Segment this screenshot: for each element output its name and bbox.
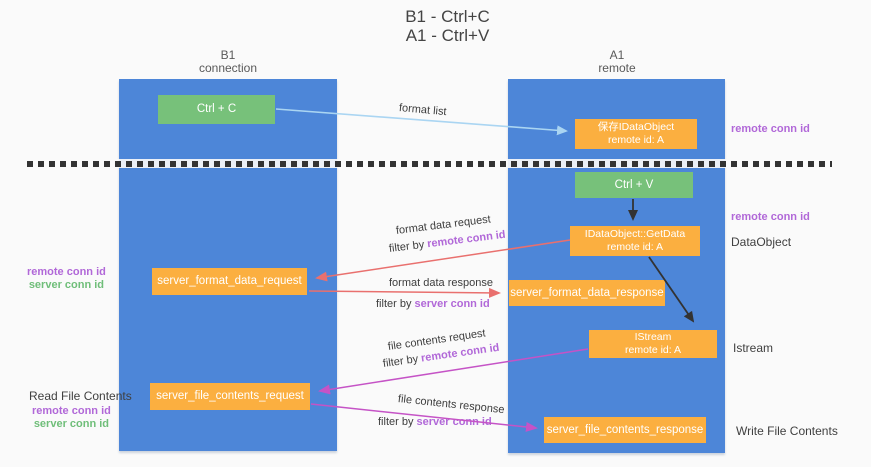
- lane-a1-title: A1: [609, 48, 625, 62]
- remote-conn-id-label-left-top: remote conn id: [27, 266, 106, 278]
- ctrl-c-box: Ctrl + C: [158, 95, 275, 124]
- idataobject-getdata-box: IDataObject::GetData remote id: A: [570, 226, 700, 256]
- remote-conn-id-label-left-bottom: remote conn id: [32, 405, 111, 417]
- remote-conn-id-text-1: remote conn id: [426, 228, 507, 251]
- diagram-title-line2: A1 - Ctrl+V: [405, 26, 490, 45]
- read-file-contents-label: Read File Contents: [29, 389, 132, 403]
- dataobject-label: DataObject: [731, 235, 792, 249]
- lane-header-a1: A1 remote: [557, 49, 677, 75]
- getdata-line2: remote id: A: [606, 241, 664, 253]
- remote-conn-id-label-mid-right: remote conn id: [731, 211, 810, 223]
- diagram-title-line1: B1 - Ctrl+C: [405, 7, 490, 26]
- diagram-title: B1 - Ctrl+C A1 - Ctrl+V: [0, 7, 871, 45]
- lane-b1-title: B1: [220, 48, 236, 62]
- ctrl-v-label: Ctrl + V: [614, 178, 654, 191]
- istream-box: IStream remote id: A: [589, 330, 717, 358]
- server-conn-id-text-4: server conn id: [416, 416, 492, 428]
- server-conn-id-text-2: server conn id: [414, 298, 490, 310]
- server-file-contents-response-label: server_file_contents_response: [546, 423, 704, 436]
- server-file-contents-request-box: server_file_contents_request: [150, 383, 310, 410]
- server-file-contents-response-box: server_file_contents_response: [544, 417, 706, 443]
- save-idataobject-line1: 保存IDataObject: [597, 121, 675, 133]
- getdata-line1: IDataObject::GetData: [584, 228, 686, 240]
- ctrl-c-label: Ctrl + C: [196, 103, 237, 115]
- server-format-data-request-label: server_format_data_request: [157, 275, 302, 287]
- filter-by-server-conn-id-label-1: filter by server conn id: [376, 298, 490, 310]
- format-data-response-arrow-label: format data response: [389, 277, 493, 289]
- istream-side-label: Istream: [733, 341, 774, 355]
- save-idataobject-line2: remote id: A: [607, 134, 665, 146]
- filter-by-text-3: filter by: [382, 352, 422, 370]
- phase-divider-dashed-line: [27, 159, 832, 168]
- server-conn-id-label-left-bottom: server conn id: [33, 418, 110, 430]
- remote-conn-id-label-top-right: remote conn id: [731, 123, 810, 135]
- save-idataobject-box: 保存IDataObject remote id: A: [575, 119, 697, 149]
- format-data-response-arrow: [308, 287, 501, 298]
- server-format-data-request-box: server_format_data_request: [152, 268, 307, 295]
- server-format-data-response-label: server_format_data_response: [510, 286, 664, 299]
- left-conn-id-group-bottom: remote conn id server conn id: [32, 405, 111, 431]
- server-file-contents-request-label: server_file_contents_request: [156, 390, 304, 402]
- write-file-contents-label: Write File Contents: [736, 424, 838, 438]
- left-conn-id-group-top: remote conn id server conn id: [27, 266, 106, 292]
- server-conn-id-label-left-top: server conn id: [28, 279, 105, 291]
- filter-by-text-2: filter by: [376, 298, 415, 310]
- istream-line1: IStream: [634, 331, 672, 343]
- lane-b1-subtitle: connection: [198, 61, 258, 75]
- filter-by-text-1: filter by: [388, 238, 428, 255]
- filter-by-server-conn-id-label-2: filter by server conn id: [378, 416, 492, 428]
- ctrl-v-box: Ctrl + V: [575, 172, 693, 198]
- file-contents-response-arrow-label: file contents response: [397, 393, 506, 417]
- istream-line2: remote id: A: [624, 344, 682, 356]
- filter-by-text-4: filter by: [378, 416, 417, 428]
- lane-header-b1: B1 connection: [168, 49, 288, 75]
- lane-a1-subtitle: remote: [598, 61, 636, 75]
- server-format-data-response-box: server_format_data_response: [509, 280, 665, 306]
- format-list-arrow-label: format list: [398, 102, 448, 119]
